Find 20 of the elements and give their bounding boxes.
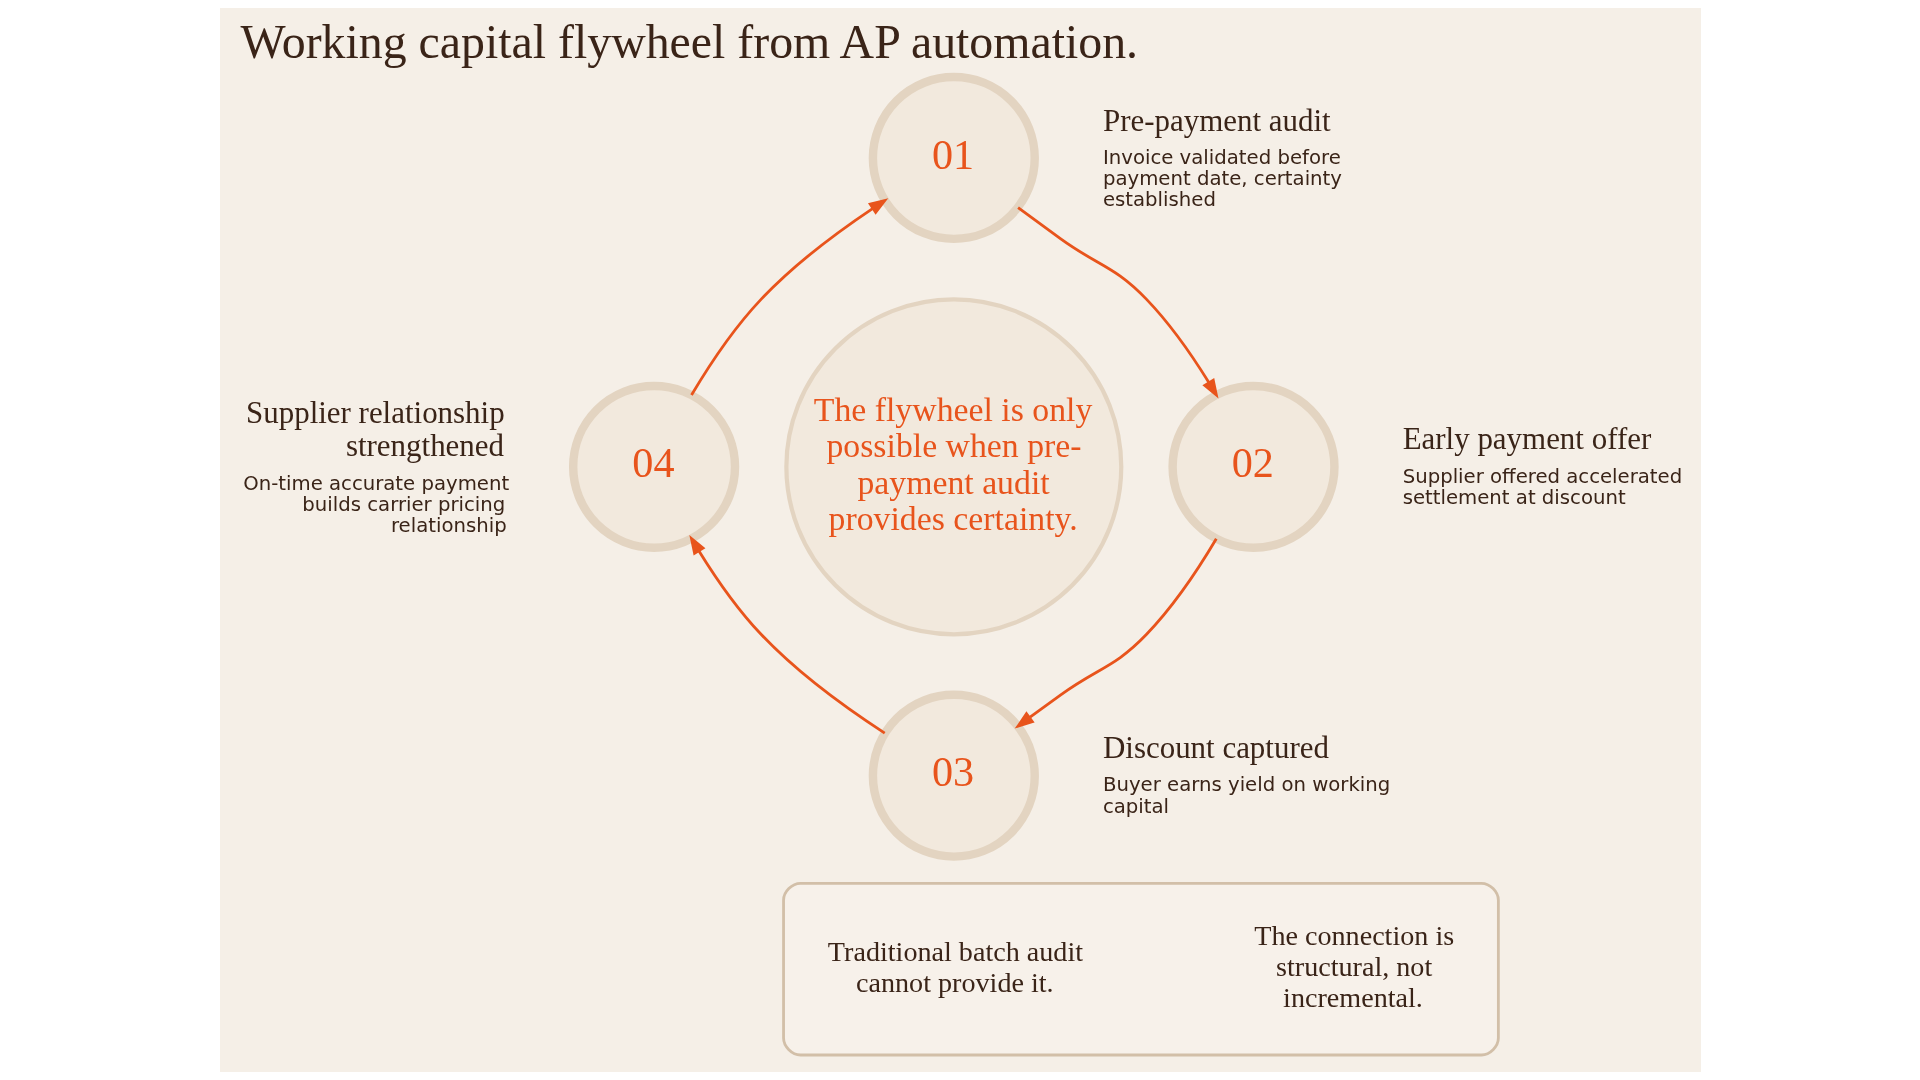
node-label: Early payment offer [1402, 421, 1651, 457]
node-text: Traditional batch audit cannot provide it. [827, 935, 1083, 998]
arrow [1014, 538, 1217, 729]
node-circle: The flywheel is only possible when pre-payment audit provides certainty. [783, 297, 1123, 637]
node-label: Pre-payment audit [1102, 102, 1331, 138]
node-label: Supplier offered accelerated settlement at discount [1402, 464, 1682, 509]
node-text: The connection is structural, not incremental. [1253, 920, 1454, 1014]
arrow [689, 198, 888, 396]
node-label: Buyer earns yield on working capital [1102, 773, 1390, 818]
diagram-title: Working capital flywheel from AP automation. [239, 14, 1138, 68]
arrow [1016, 206, 1218, 399]
node-label: On-time accurate payment builds carrier pricing relationship [242, 471, 509, 537]
node-circle: 04 [568, 381, 739, 552]
node-label: Invoice validated before payment date, certainty established [1102, 145, 1342, 212]
node-circle: 03 [868, 690, 1039, 861]
cluster [781, 881, 1500, 1057]
node-label: Supplier relationship strengthened [245, 394, 505, 464]
arrow [688, 534, 885, 735]
node-label: Discount captured [1102, 730, 1329, 766]
node-circle: 02 [1167, 381, 1339, 552]
